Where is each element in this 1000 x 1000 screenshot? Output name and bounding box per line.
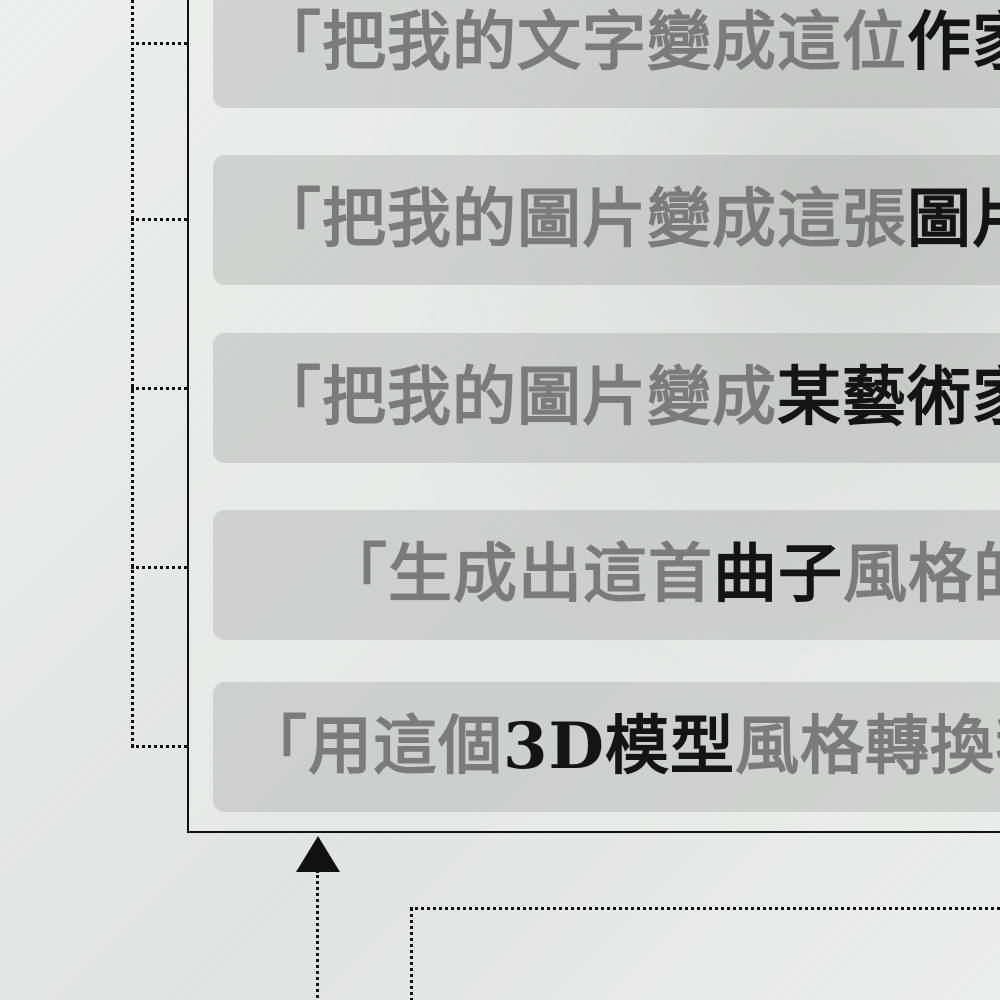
connector-branch bbox=[131, 566, 187, 569]
prompt-text: 「把我的文字變成這位作家 bbox=[257, 11, 1000, 75]
prompt-text-emphasis: 圖片 bbox=[907, 182, 1000, 257]
prompt-text-muted: 「生成出這首 bbox=[323, 537, 713, 612]
up-arrow-icon bbox=[296, 836, 340, 872]
prompt-row: 「把我的圖片變成這張圖片 bbox=[213, 155, 1000, 285]
connector-branch bbox=[131, 745, 187, 748]
prompt-row: 「生成出這首曲子風格的 bbox=[213, 510, 1000, 640]
prompt-examples-panel bbox=[187, 0, 1000, 833]
prompt-row: 「把我的圖片變成某藝術家 bbox=[213, 333, 1000, 463]
prompt-text-muted: 「把我的圖片變成這張 bbox=[257, 182, 907, 257]
prompt-row: 「把我的文字變成這位作家 bbox=[213, 0, 1000, 108]
prompt-text-emphasis: 某藝術家 bbox=[777, 360, 1000, 435]
prompt-row: 「用這個3D模型風格轉換我 bbox=[213, 682, 1000, 812]
prompt-text-tail: 風格的 bbox=[843, 537, 1000, 612]
connector-branch bbox=[131, 387, 187, 390]
prompt-text-emphasis: 作家 bbox=[907, 5, 1000, 80]
prompt-text: 「用這個3D模型風格轉換我 bbox=[243, 715, 1000, 779]
connector-branch bbox=[131, 218, 187, 221]
prompt-text-emphasis: 曲子 bbox=[713, 537, 843, 612]
prompt-text: 「把我的圖片變成這張圖片 bbox=[257, 188, 1000, 252]
prompt-text: 「生成出這首曲子風格的 bbox=[323, 543, 1000, 607]
prompt-text-tail: 風格轉換我 bbox=[735, 709, 1000, 784]
connector-branch bbox=[131, 42, 187, 45]
prompt-text: 「把我的圖片變成某藝術家 bbox=[257, 366, 1000, 430]
arrow-shaft bbox=[316, 870, 319, 1000]
dotted-box-outline bbox=[410, 907, 1000, 1000]
connector-spine bbox=[131, 0, 134, 747]
prompt-text-muted: 「用這個 bbox=[243, 709, 503, 784]
prompt-text-muted: 「把我的圖片變成 bbox=[257, 360, 777, 435]
prompt-text-muted: 「把我的文字變成這位 bbox=[257, 5, 907, 80]
prompt-text-emphasis: 3D模型 bbox=[503, 709, 736, 784]
